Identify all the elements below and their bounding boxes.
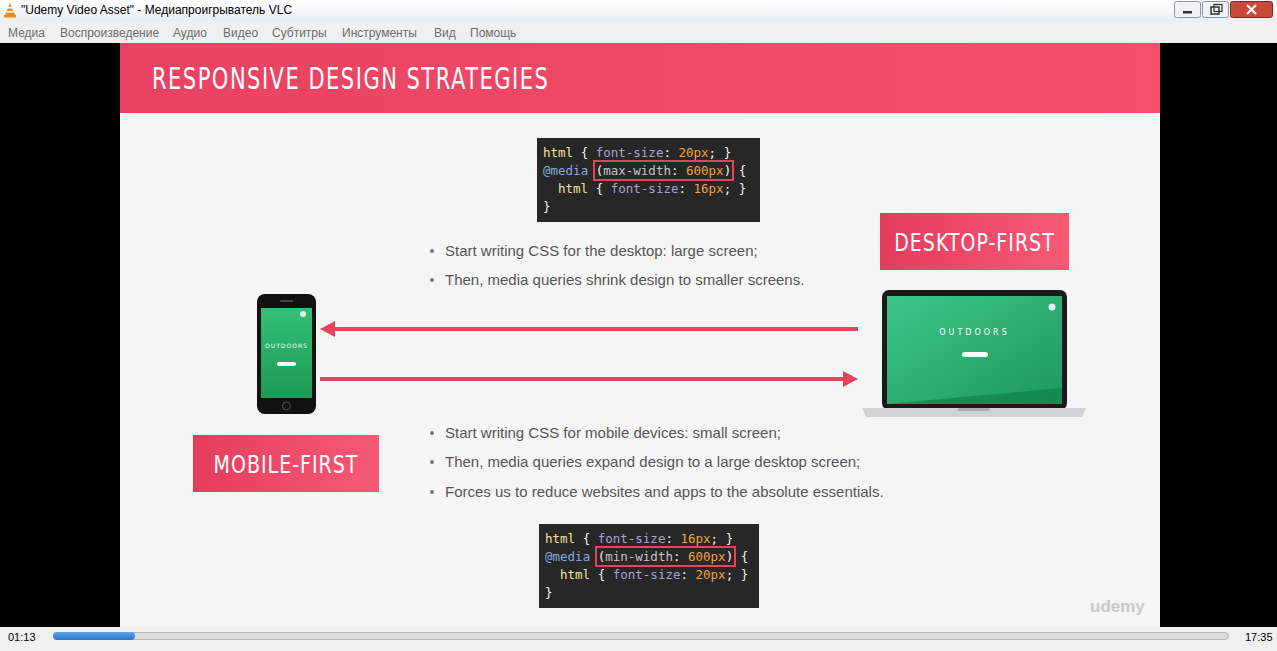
code-token: html [543, 145, 573, 160]
code-token: { [731, 163, 746, 178]
code-line: } [543, 198, 754, 216]
code-token: @media [545, 549, 590, 564]
code-line: html { font-size: 16px; } [543, 180, 754, 198]
window-title: "Udemy Video Asset" - Медиапроигрыватель… [21, 3, 292, 17]
arrow-head [843, 371, 858, 387]
phone-device: OUTDOORS [257, 294, 316, 414]
code-token: min-width [605, 549, 673, 564]
bullet-text: Then, media queries shrink design to sma… [445, 271, 804, 289]
screen-text: OUTDOORS [887, 328, 1062, 337]
code-token: ; } [711, 531, 734, 546]
laptop-illustration [862, 290, 1086, 418]
connector-line [320, 377, 846, 381]
phone-illustration [257, 294, 316, 414]
bullet-text: Then, media queries expand design to a l… [445, 453, 860, 471]
code-line: html { font-size: 20px; } [543, 144, 754, 162]
bullet-dot [430, 278, 434, 282]
code-line: } [545, 584, 753, 602]
laptop-device: OUTDOORS [862, 290, 1086, 418]
bullet-dot [430, 460, 434, 464]
bullet-dot [430, 431, 434, 435]
code-token: { [575, 531, 598, 546]
total-time: 17:35 [1245, 631, 1273, 644]
code-token: : [680, 567, 695, 582]
code-token: : [663, 145, 678, 160]
code-token: 600px [686, 163, 724, 178]
bullet-text: Start writing CSS for the desktop: large… [445, 242, 758, 260]
menu-item: Вид [434, 26, 456, 40]
code-token: font-size [613, 567, 681, 582]
badge-text: MOBILE-FIRST [214, 449, 359, 478]
badge-text: DESKTOP-FIRST [894, 227, 1055, 256]
code-token: max-width [603, 163, 671, 178]
media-condition-highlight: (max-width: 600px) [596, 163, 732, 178]
connector-arrow [320, 321, 858, 337]
code-token: { [573, 145, 596, 160]
bullet-text: Forces us to reduce websites and apps to… [445, 483, 884, 501]
code-token: font-size [598, 531, 666, 546]
connector-line [332, 327, 858, 331]
code-box: html { font-size: 16px; }@media (min-wid… [539, 524, 759, 608]
vlc-icon [3, 2, 17, 18]
screen-text: OUTDOORS [261, 342, 312, 349]
code-token: ( [596, 163, 604, 178]
code-token: html [560, 567, 590, 582]
code-token: 16px [680, 531, 710, 546]
menu-item: Воспроизведение [60, 26, 159, 40]
code-token: ; } [709, 145, 732, 160]
code-token [590, 549, 598, 564]
bullet-dot [430, 249, 434, 253]
code-token: : [665, 531, 680, 546]
media-condition-highlight: (min-width: 600px) [598, 549, 734, 564]
slide-title: RESPONSIVE DESIGN STRATEGIES [152, 62, 549, 96]
progress-fill [53, 632, 135, 640]
code-line: html { font-size: 20px; } [545, 566, 753, 584]
elapsed-time: 01:13 [8, 631, 36, 644]
code-token: 20px [678, 145, 708, 160]
menu-item: Помощь [470, 26, 516, 40]
menu-item: Инструменты [342, 26, 417, 40]
code-token: html [558, 181, 588, 196]
code-token: : [678, 181, 693, 196]
code-token: font-size [596, 145, 664, 160]
watermark: udemy [1090, 597, 1145, 617]
progress-track [53, 632, 1229, 640]
code-token: { [588, 181, 611, 196]
code-token: font-size [611, 181, 679, 196]
code-token: @media [543, 163, 588, 178]
strategy-badge: DESKTOP-FIRST [880, 213, 1069, 270]
code-token: 20px [696, 567, 726, 582]
code-token: } [543, 199, 551, 214]
code-token: 600px [688, 549, 726, 564]
code-line: @media (min-width: 600px) { [545, 548, 753, 566]
menu-item: Медиа [8, 26, 45, 40]
code-token: html [545, 531, 575, 546]
code-token: ( [598, 549, 606, 564]
code-token: : [673, 549, 688, 564]
arrow-head [320, 321, 335, 337]
code-token: ; } [724, 181, 747, 196]
menu-item: Субтитры [272, 26, 327, 40]
connector-arrow [320, 371, 858, 387]
menu-item: Видео [223, 26, 258, 40]
strategy-badge: MOBILE-FIRST [193, 435, 379, 492]
code-token: ) [726, 549, 734, 564]
code-token: } [545, 585, 553, 600]
code-token: { [590, 567, 613, 582]
code-token: ) [724, 163, 732, 178]
code-token: ; } [726, 567, 749, 582]
code-token [588, 163, 596, 178]
code-box: html { font-size: 20px; }@media (max-wid… [537, 138, 760, 222]
window-buttons [1174, 1, 1274, 19]
code-token: : [671, 163, 686, 178]
bullet-dot [430, 490, 434, 494]
code-line: html { font-size: 16px; } [545, 530, 753, 548]
code-token: 16px [694, 181, 724, 196]
code-line: @media (max-width: 600px) { [543, 162, 754, 180]
menu-item: Аудио [173, 26, 207, 40]
bullet-text: Start writing CSS for mobile devices: sm… [445, 424, 781, 442]
code-token: { [733, 549, 748, 564]
